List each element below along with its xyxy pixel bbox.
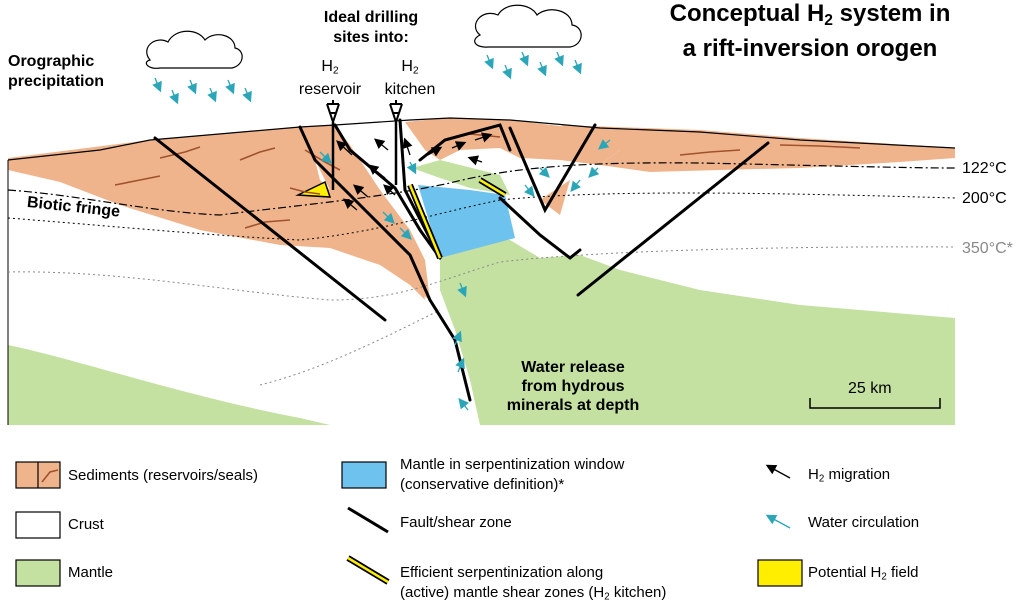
legend-h2-migration: H2 migration <box>808 466 891 485</box>
topographic-surface <box>7 117 956 161</box>
legend-fault: Fault/shear zone <box>400 514 512 531</box>
isotherm-200 <box>7 192 956 241</box>
diagram-title: Conceptual H2 system in a rift-inversion… <box>669 0 951 62</box>
legend-sediments: Sediments (reservoirs/seals) <box>68 467 259 484</box>
sediment-right-wedge <box>540 180 570 215</box>
legend-swatches <box>15 461 803 587</box>
temp-122: 122°C <box>962 160 1007 177</box>
mantle-center <box>440 240 955 425</box>
legend-water-circulation: Water circulation <box>808 514 920 531</box>
legend-crust: Crust <box>68 516 104 533</box>
efficient-serpentinization-zones <box>407 177 507 260</box>
sediment-top <box>405 118 620 165</box>
isotherm-350-lower <box>259 309 441 386</box>
drill-rig-kitchen <box>389 100 403 185</box>
mantle-left <box>8 345 330 425</box>
temp-350: 350°C* <box>962 240 1013 257</box>
serpentinization-window <box>418 185 515 258</box>
temp-200: 200°C <box>962 190 1007 207</box>
sediment-left <box>8 127 425 300</box>
cloud-right <box>474 4 582 48</box>
cloud-left <box>145 30 243 69</box>
h2-migration-arrows <box>336 132 493 211</box>
isotherm-350 <box>7 246 956 301</box>
potential-h2-field <box>295 180 332 198</box>
scale-bar <box>809 398 941 409</box>
legend-serp-window: Mantle in serpentinization window(conser… <box>400 456 625 493</box>
legend-efficient-serp: Efficient serpentinization along(active)… <box>400 564 667 603</box>
legend-mantle: Mantle <box>68 564 114 581</box>
scale-bar-label: 25 km <box>848 380 892 397</box>
sediment-right <box>560 125 955 172</box>
legend-potential-field: Potential H2 field <box>808 564 919 583</box>
water-circulation-arrows <box>152 51 611 411</box>
drill-rig-reservoir <box>326 100 340 190</box>
